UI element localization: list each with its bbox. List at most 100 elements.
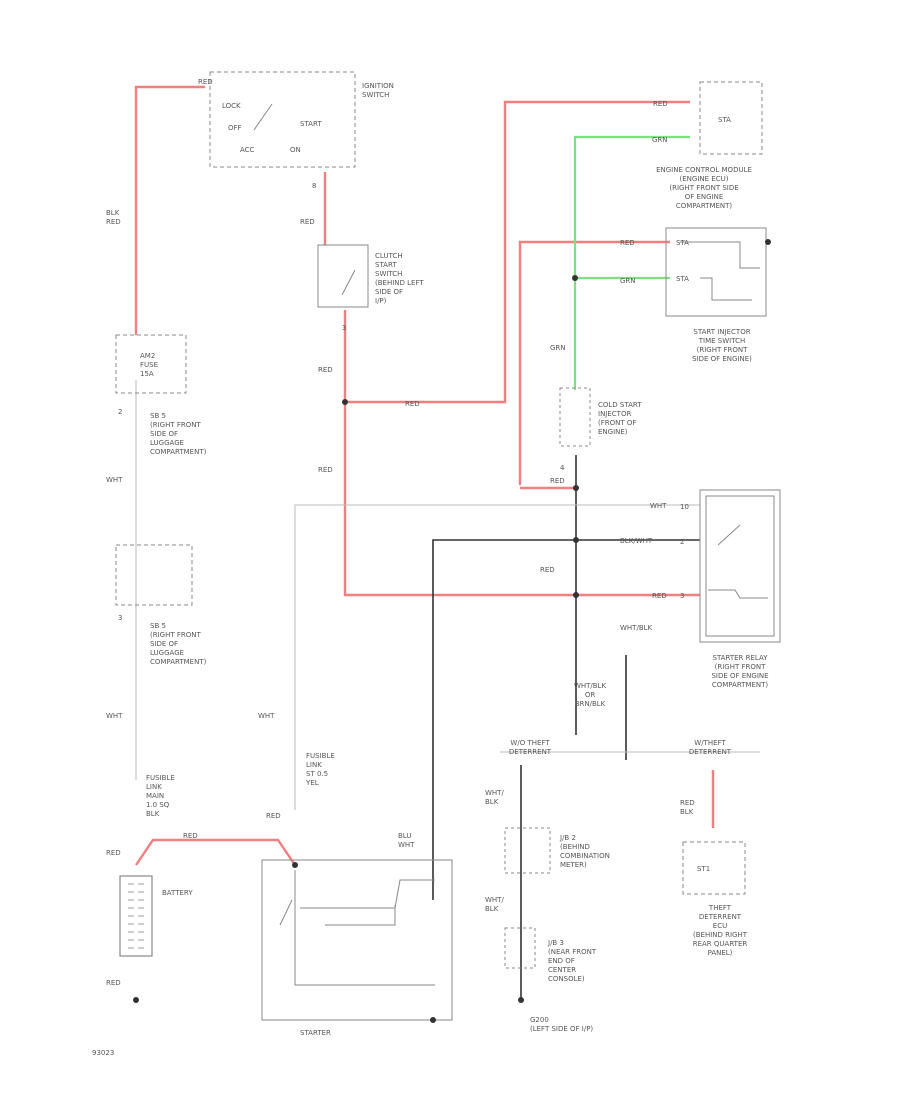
ji2-label: (BEHIND — [560, 843, 590, 851]
wire-label-grn: GRN — [620, 277, 636, 285]
wire-label-blk-red: RED — [106, 218, 121, 226]
wire-label-red: RED — [106, 979, 121, 987]
switch-contacts — [253, 103, 768, 986]
theft-ecu-label: THEFT — [708, 904, 732, 912]
junction-dot — [342, 399, 348, 405]
clutch-switch-label: SIDE OF — [375, 288, 403, 296]
fusible-link-st-label: YEL — [305, 779, 319, 787]
starter-inner-circuit — [294, 870, 435, 986]
clutch-switch-label: CLUTCH — [375, 252, 403, 260]
ecm-box — [699, 81, 763, 155]
battery-cells — [128, 883, 144, 949]
figure-id: 93023 — [92, 1049, 114, 1057]
wire-label-red: RED — [652, 592, 667, 600]
wire-label-red: RED — [266, 812, 281, 820]
battery-body — [119, 875, 153, 957]
ji2-label: J/B 2 — [559, 834, 576, 842]
relay-output-wire-label: BRN/BLK — [575, 700, 606, 708]
wire-label-wht-blk: WHT/ — [485, 896, 504, 904]
pin-number: 2 — [118, 408, 122, 416]
theft-ecu-label: (BEHIND RIGHT — [693, 931, 748, 939]
fusible-link-main-label: BLK — [146, 810, 160, 818]
wire-label-grn: GRN — [652, 136, 668, 144]
sb1-label: SB 5 — [150, 412, 166, 420]
relay-label: COMPARTMENT) — [712, 681, 769, 689]
wire-label-red: RED — [198, 78, 213, 86]
wire-label-red-blk: BLK — [680, 808, 694, 816]
junction-dot — [430, 1017, 436, 1023]
injtime-inner — [680, 241, 760, 301]
relay-label: SIDE OF ENGINE — [711, 672, 768, 680]
pin-number: 3 — [680, 592, 684, 600]
junction-dot — [573, 537, 579, 543]
junction-dot — [765, 239, 771, 245]
fuse-label: FUSE — [140, 361, 158, 369]
with-theft-label: DETERRENT — [689, 748, 732, 756]
ignition-pos-acc: ACC — [240, 146, 255, 154]
wire-label-red: RED — [106, 849, 121, 857]
ji3-box — [504, 927, 536, 969]
wire-label-blk-red: BLK — [106, 209, 120, 217]
injtime-label: START INJECTOR — [693, 328, 750, 336]
relay-inner-box — [705, 495, 775, 637]
ji3-label: (NEAR FRONT — [548, 948, 597, 956]
clutch-switch-label: (BEHIND LEFT — [375, 279, 424, 287]
injtime-box — [665, 227, 767, 317]
starter-switch-blade — [279, 899, 293, 926]
fusible-link-main-label: MAIN — [146, 792, 164, 800]
green-wire-main — [573, 135, 690, 390]
injtime-label: TIME SWITCH — [698, 337, 745, 345]
wire-label-red: RED — [300, 218, 315, 226]
injtime-label: (RIGHT FRONT — [697, 346, 748, 354]
wire-label-wht-blk: WHT/ — [485, 789, 504, 797]
wire-label-blu-wht: WHT — [398, 841, 415, 849]
sb1-label: LUGGAGE — [150, 439, 184, 447]
coldstart-label: (FRONT OF — [598, 419, 636, 427]
wire-label-red: RED — [540, 566, 555, 574]
wire-label-red: RED — [550, 477, 565, 485]
sb2-label: COMPARTMENT) — [150, 658, 207, 666]
sb2-box — [115, 544, 193, 606]
junction-dot — [133, 997, 139, 1003]
clutch-switch-box — [317, 244, 369, 308]
clutch-switch-blade — [341, 269, 356, 296]
junction-dot — [518, 997, 524, 1003]
wire-label-wht: WHT — [258, 712, 275, 720]
wire-label-red: RED — [620, 239, 635, 247]
wire-label-red: RED — [318, 366, 333, 374]
ignition-pos-off: OFF — [228, 124, 242, 132]
ecm-sta-pin: STA — [718, 116, 731, 124]
red-wire-clutch-down — [343, 310, 700, 597]
clutch-switch-label: SWITCH — [375, 270, 402, 278]
theft-ecu-label: ECU — [713, 922, 727, 930]
junction-dot — [573, 485, 579, 491]
ecm-label: (RIGHT FRONT SIDE — [669, 184, 738, 192]
wire-label-red-blk: RED — [680, 799, 695, 807]
coldstart-label: ENGINE) — [598, 428, 628, 436]
junction-dot — [573, 592, 579, 598]
fusible-link-st-label: ST 0.5 — [306, 770, 328, 778]
relay-output-wire-label: WHT/BLK — [574, 682, 607, 690]
fuse-label: 15A — [140, 370, 154, 378]
ignition-switch-box — [209, 71, 356, 168]
wire-label-red-fusible: RED — [183, 832, 198, 840]
wire-label-wht: WHT — [106, 476, 123, 484]
component-boxes — [115, 71, 781, 1021]
without-theft-label: DETERRENT — [509, 748, 552, 756]
fusible-link-main-label: FUSIBLE — [146, 774, 175, 782]
red-wire-battery-to-ignition — [134, 85, 205, 335]
ji3-label: J/B 3 — [547, 939, 564, 947]
injtime-pin-1: STA — [676, 239, 689, 247]
theft-ecu-label: PANEL) — [708, 949, 733, 957]
coldstart-label: INJECTOR — [598, 410, 631, 418]
sb2-label: (RIGHT FRONT — [150, 631, 201, 639]
wire-label-red: RED — [653, 100, 668, 108]
dark-wire-blkwht — [432, 539, 700, 900]
ecm-label: OF ENGINE — [685, 193, 724, 201]
wire-label-wht-blk: BLK — [485, 798, 499, 806]
relay-box — [699, 489, 781, 643]
ji3-label: CENTER — [548, 966, 576, 974]
ignition-switch-label: IGNITION — [362, 82, 394, 90]
pin-number: 8 — [312, 182, 316, 190]
pin-number: 10 — [680, 503, 689, 511]
